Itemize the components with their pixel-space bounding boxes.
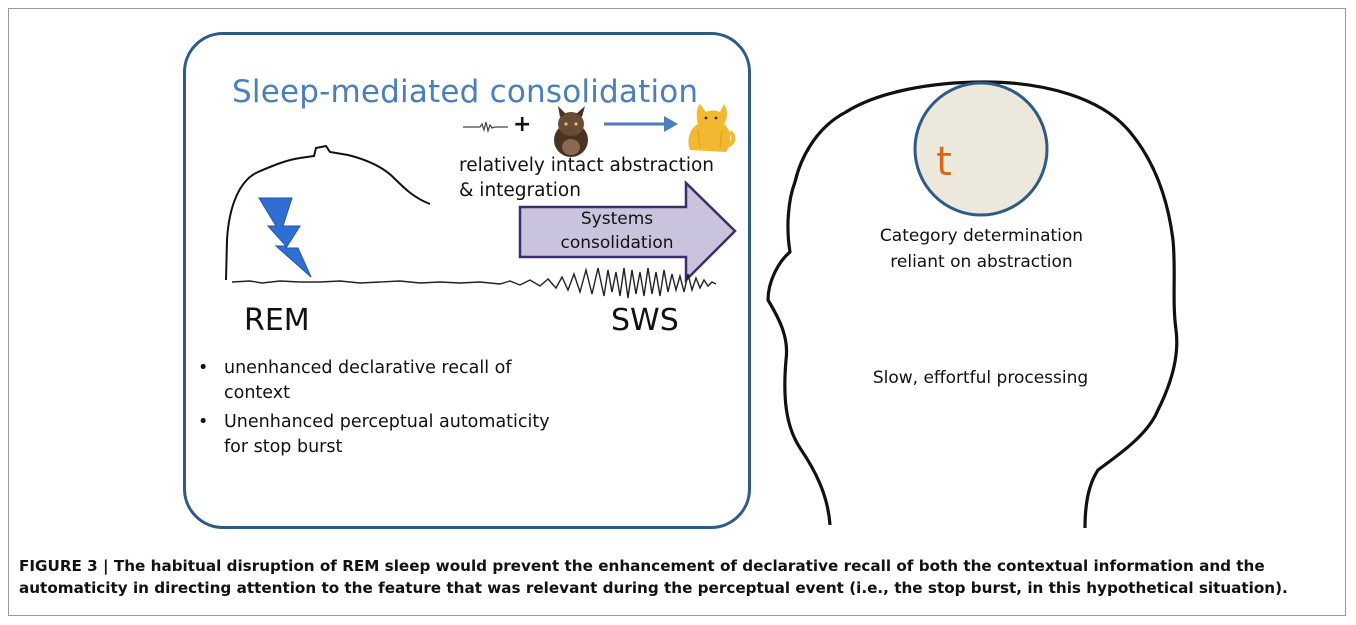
bullet-icon: • <box>198 412 209 432</box>
systems-consolidation-label: Systems consolidation <box>527 207 707 255</box>
list-item-line: Unenhanced perceptual automaticity <box>224 412 550 432</box>
eeg-trace <box>231 267 717 299</box>
panel-title: Sleep-mediated consolidation <box>232 74 699 110</box>
transform-arrow-icon <box>604 116 678 132</box>
head-outline <box>766 80 1179 529</box>
slow-processing-text: Slow, effortful processing <box>872 368 1089 388</box>
speech-waveform-icon <box>463 121 508 134</box>
figure-caption: FIGURE 3 | The habitual disruption of RE… <box>19 555 1339 599</box>
category-letter: t <box>936 139 952 185</box>
cartoon-cat-icon <box>688 104 736 152</box>
rem-effects-list: • unenhanced declarative recall of conte… <box>196 356 576 464</box>
list-item: • Unenhanced perceptual automaticity for… <box>196 410 576 460</box>
rem-label: REM <box>244 303 310 338</box>
category-text-line: Category determination <box>879 226 1084 246</box>
figure-frame <box>8 8 1346 616</box>
sleep-consolidation-panel <box>183 32 751 529</box>
systems-consolidation-arrow <box>518 180 737 284</box>
abstraction-circle <box>913 81 1049 217</box>
caption-line: automaticity in directing attention to t… <box>19 579 1288 597</box>
arrow-label-line: consolidation <box>560 233 674 253</box>
bullet-icon: • <box>198 358 209 378</box>
list-item-line: for stop burst <box>224 437 343 457</box>
sws-label: SWS <box>611 303 679 338</box>
category-determination-text: Category determination reliant on abstra… <box>829 223 1134 275</box>
abstraction-note-line: & integration <box>459 180 581 201</box>
caption-line: FIGURE 3 | The habitual disruption of RE… <box>19 557 1265 575</box>
list-item-line: unenhanced declarative recall of <box>224 358 512 378</box>
lightning-bolt-icon <box>258 197 312 278</box>
list-item-line: context <box>224 383 290 403</box>
arrow-label-line: Systems <box>580 209 654 229</box>
cat-photo-icon <box>554 106 588 157</box>
plus-sign: + <box>513 112 532 137</box>
category-text-line: reliant on abstraction <box>890 252 1073 272</box>
list-item: • unenhanced declarative recall of conte… <box>196 356 576 406</box>
abstraction-note: relatively intact abstraction & integrat… <box>459 153 714 203</box>
abstraction-note-line: relatively intact abstraction <box>459 155 715 176</box>
sleep-curve <box>225 144 431 281</box>
